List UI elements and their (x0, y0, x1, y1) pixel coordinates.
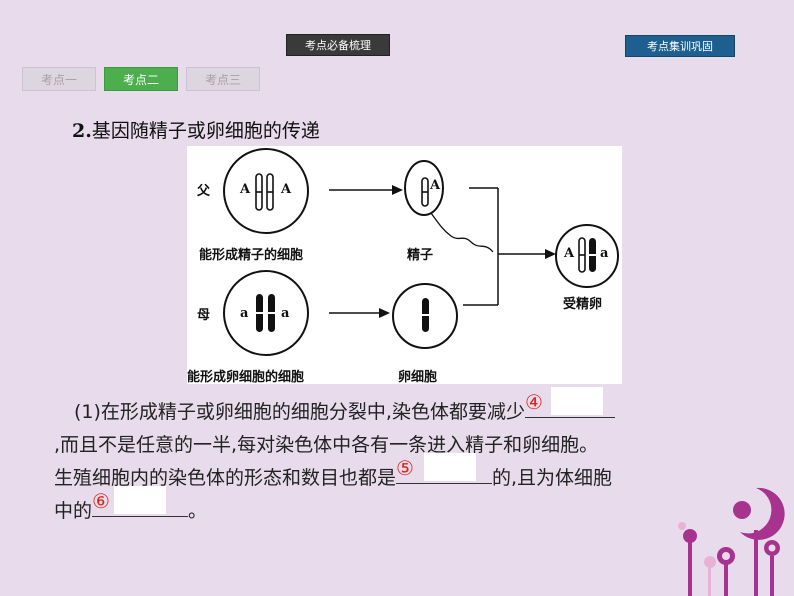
blank-5-cover (424, 453, 477, 481)
para-line-3-end: 的,且为体细胞 (492, 467, 613, 489)
answer-blank-6[interactable]: ⑥ (92, 486, 189, 517)
mother-allele-right: a (281, 306, 290, 321)
sperm-head (404, 160, 444, 216)
mother-label: 母 (197, 308, 211, 323)
zygote-allele-a: a (600, 246, 609, 261)
mother-allele-left: a (240, 306, 249, 321)
blank-4-number: ④ (524, 390, 543, 414)
father-allele-right: A (281, 182, 292, 197)
father-label: 父 (197, 184, 211, 199)
decorative-flower-graphic (678, 487, 785, 596)
review-tab[interactable]: 考点必备梳理 (286, 34, 390, 56)
diagram-drawing (223, 148, 619, 356)
answer-blank-5[interactable]: ⑤ (396, 453, 493, 484)
heading-number: 2. (72, 120, 92, 142)
subtab-bar: 考点一 考点二 考点三 (22, 67, 260, 91)
para-line-3-start: 生殖细胞内的染色体的形态和数目也都是 (54, 467, 397, 489)
blank-5-number: ⑤ (396, 456, 414, 480)
blank-4-cover (550, 387, 603, 415)
mother-cell (223, 270, 309, 356)
heading-text: 基因随精子或卵细胞的传递 (91, 120, 320, 142)
egg-forming-cell-label: 能形成卵细胞的细胞 (187, 370, 305, 385)
father-cell (223, 148, 309, 234)
sperm-allele: A (430, 178, 441, 193)
zygote-cell (555, 224, 619, 288)
egg-cell (392, 283, 458, 349)
inheritance-diagram: 父 母 A A A a a A a 能形成精子的细胞 精子 受精卵 能形成卵细胞… (187, 146, 622, 385)
zygote-allele-A: A (564, 246, 575, 261)
para-line-4-end: 。 (188, 500, 208, 522)
egg-label: 卵细胞 (398, 370, 438, 385)
sperm-forming-cell-label: 能形成精子的细胞 (199, 248, 304, 263)
para-line-1-text: (1)在形成精子或卵细胞的细胞分裂中,染色体都要减少 (74, 401, 525, 423)
sperm-tail (430, 212, 494, 253)
father-allele-left: A (240, 182, 251, 197)
subtab-point-1[interactable]: 考点一 (22, 67, 96, 91)
para-line-2: ,而且不是任意的一半,每对染色体中各有一条进入精子和卵细胞。 (54, 434, 599, 456)
subtab-point-3[interactable]: 考点三 (186, 67, 260, 91)
blank-6-cover (114, 486, 167, 514)
blank-6-number: ⑥ (92, 489, 110, 513)
subtab-point-2[interactable]: 考点二 (104, 67, 178, 91)
training-tab[interactable]: 考点集训巩固 (625, 35, 735, 57)
sperm-label: 精子 (407, 248, 434, 263)
answer-blank-4[interactable]: ④ (524, 387, 615, 418)
fertilized-egg-label: 受精卵 (563, 297, 603, 312)
para-line-4-start: 中的 (54, 500, 93, 522)
section-heading: 2.基因随精子或卵细胞的传递 (72, 116, 320, 143)
